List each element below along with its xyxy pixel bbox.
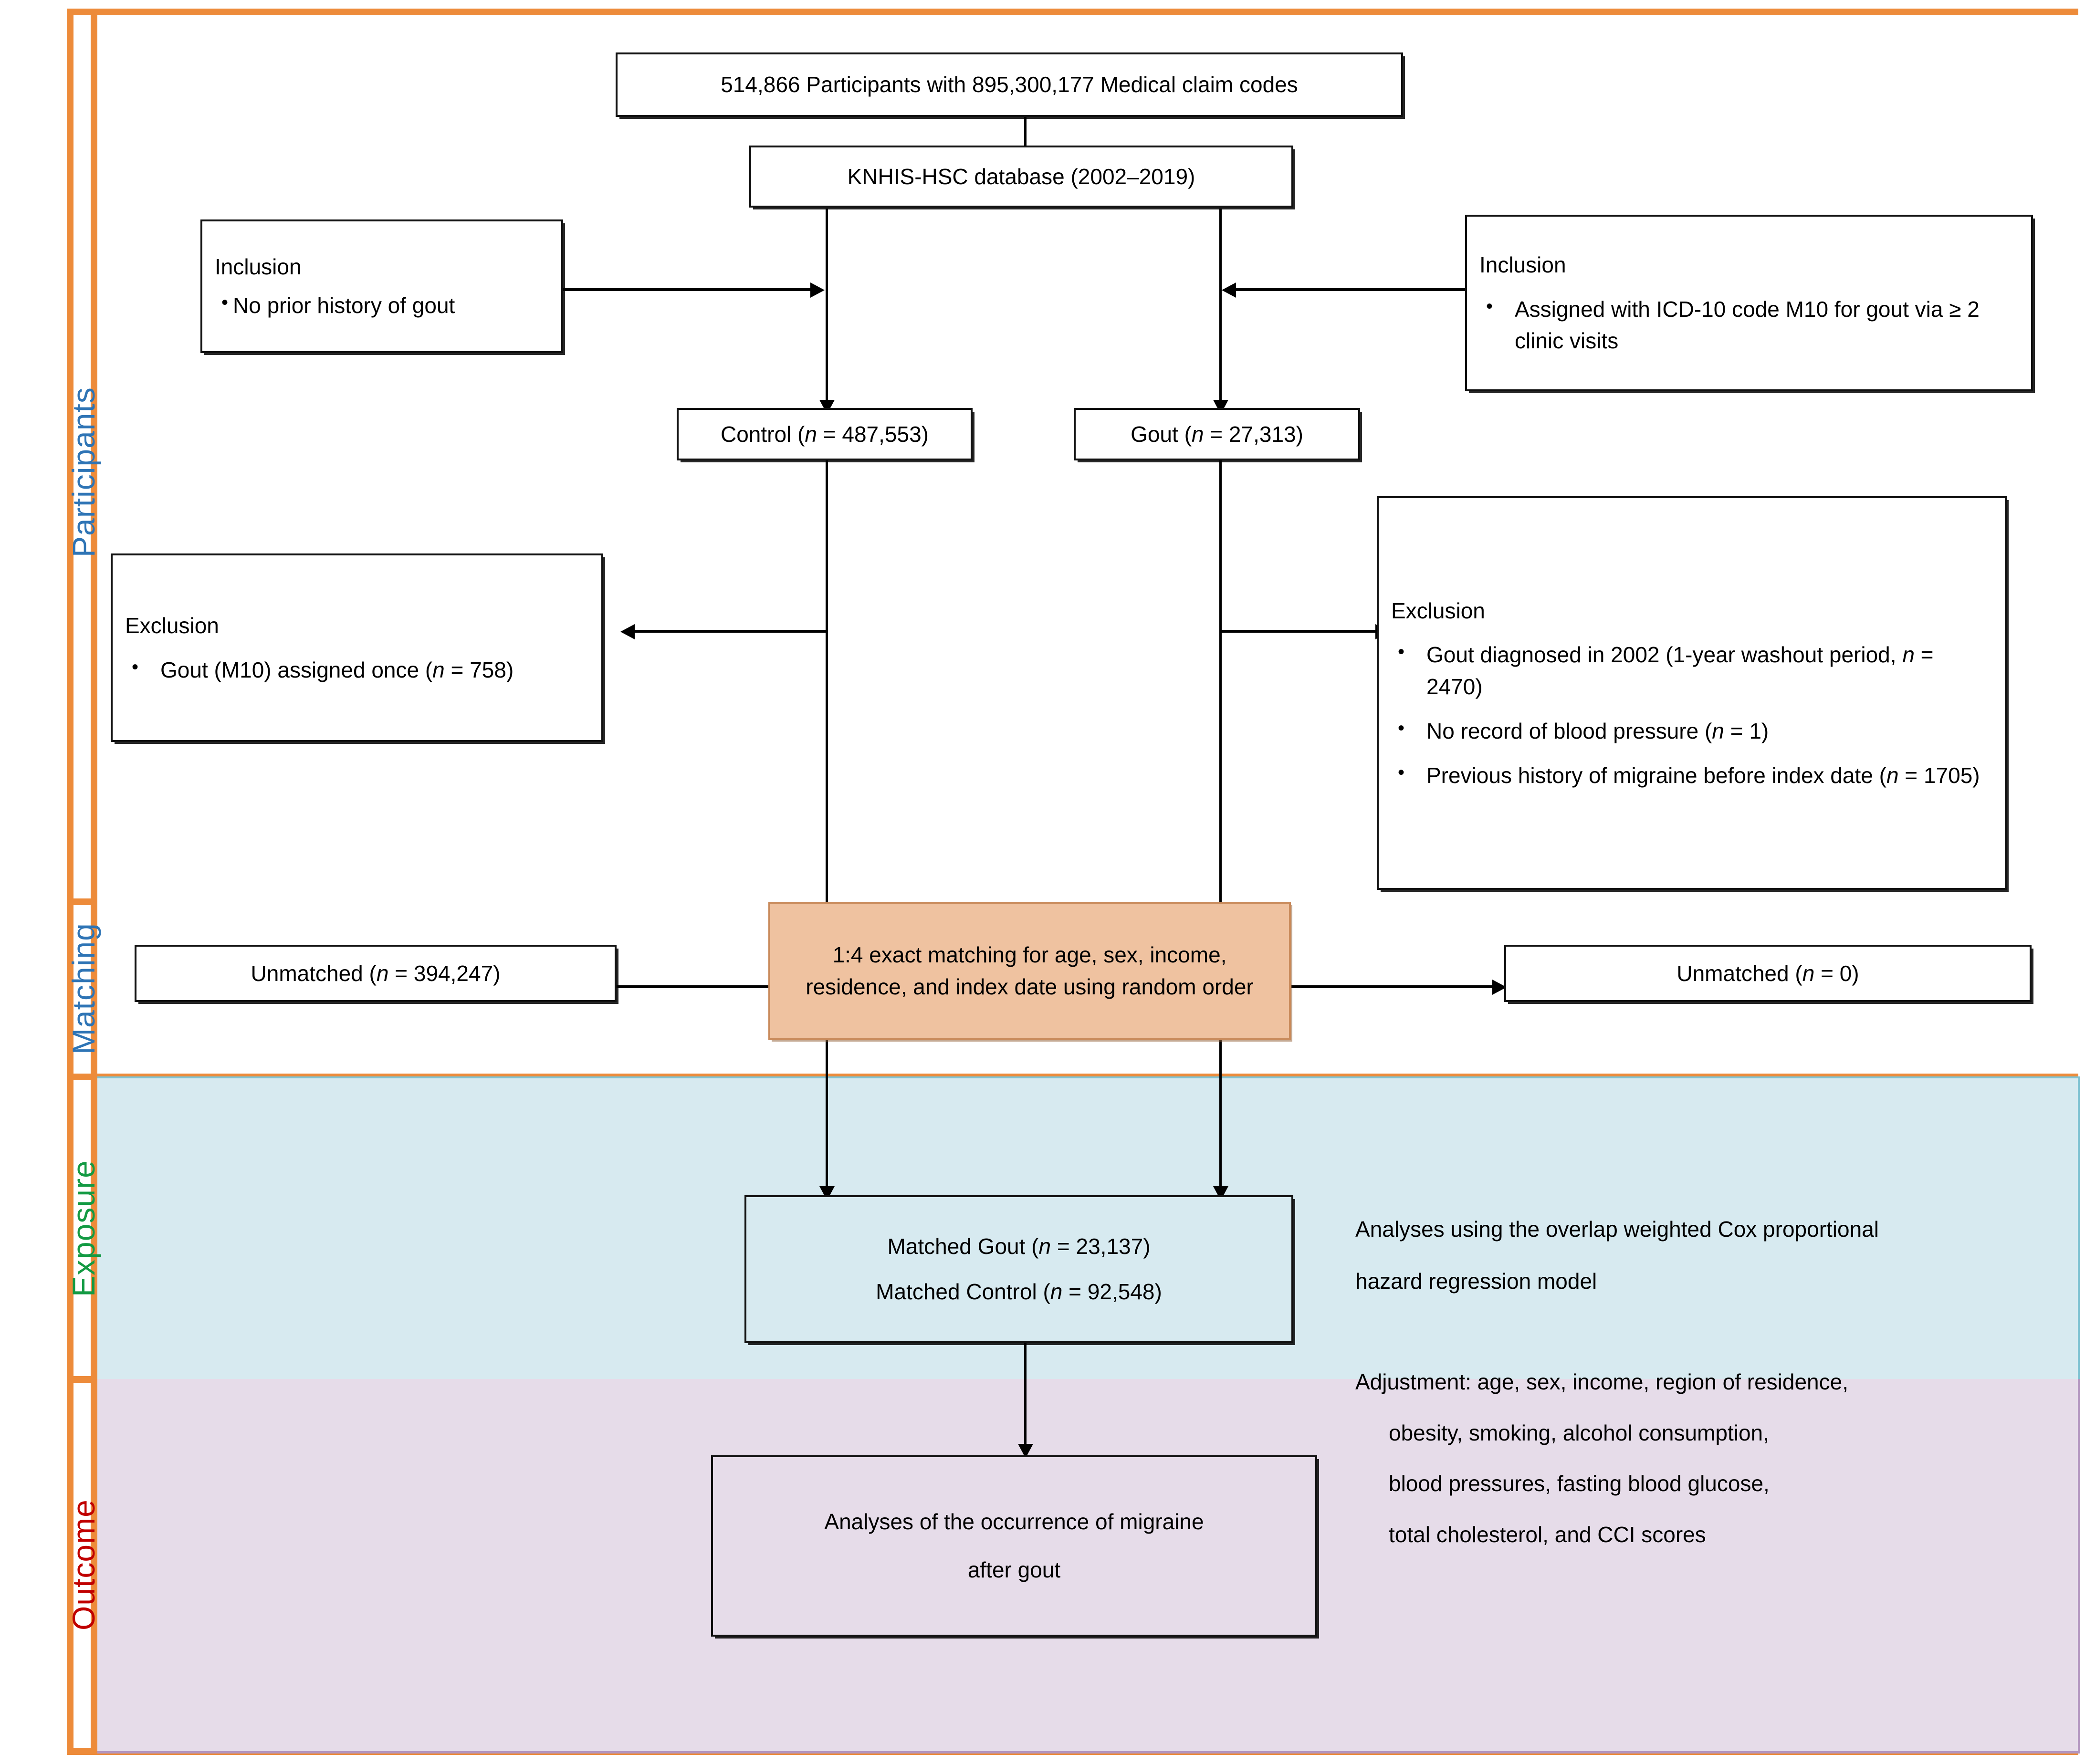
- outcome-line1: Analyses of the occurrence of migraine: [824, 1509, 1204, 1534]
- source-box-text: 514,866 Participants with 895,300,177 Me…: [721, 72, 1298, 97]
- exclusion-left-title: Exclusion: [125, 613, 219, 638]
- section-label-exposure: Exposure: [66, 1160, 101, 1297]
- inclusion-right-list: Assigned with ICD-10 code M10 for gout v…: [1479, 292, 2019, 357]
- section-label-matching: Matching: [66, 923, 101, 1055]
- list-item: Gout diagnosed in 2002 (1-year washout p…: [1391, 638, 1992, 702]
- rail-matched-left: [826, 1038, 828, 1195]
- exclusion-right-title: Exclusion: [1391, 598, 1485, 623]
- rail-gout-lower: [1219, 458, 1222, 902]
- database-box-text: KNHIS-HSC database (2002–2019): [847, 164, 1195, 189]
- frame-left-outer: [67, 9, 73, 1755]
- gout-box-text: Gout (n = 27,313): [1131, 421, 1303, 447]
- source-box: 514,866 Participants with 895,300,177 Me…: [616, 52, 1403, 117]
- connector-inclusion-right: [1236, 288, 1465, 291]
- adjustment-note-line4: total cholesterol, and CCI scores: [1389, 1522, 1706, 1547]
- gout-box: Gout (n = 27,313): [1074, 408, 1360, 460]
- rail-control-lower: [826, 458, 828, 902]
- frame-top: [67, 9, 2078, 15]
- rail-control: [826, 209, 828, 409]
- exclusion-right-list: Gout diagnosed in 2002 (1-year washout p…: [1391, 638, 1992, 792]
- inclusion-right-box: Inclusion Assigned with ICD-10 code M10 …: [1465, 215, 2033, 391]
- matching-box: 1:4 exact matching for age, sex, income,…: [768, 902, 1291, 1040]
- connector-inclusion-left: [562, 288, 810, 291]
- outcome-line2: after gout: [967, 1557, 1061, 1582]
- list-item: Gout (M10) assigned once (n = 758): [125, 653, 589, 686]
- exposure-note-line1: Analyses using the overlap weighted Cox …: [1355, 1217, 1879, 1242]
- unmatched-left-text: Unmatched (n = 394,247): [251, 960, 501, 986]
- arrow-inclusion-left: [810, 282, 825, 298]
- adjustment-note-line1: Adjustment: age, sex, income, region of …: [1355, 1369, 1849, 1394]
- connector-unmatched-right: [1289, 985, 1494, 988]
- database-box: KNHIS-HSC database (2002–2019): [749, 146, 1293, 208]
- exclusion-left-list: Gout (M10) assigned once (n = 758): [125, 653, 589, 686]
- unmatched-right-box: Unmatched (n = 0): [1504, 945, 2032, 1002]
- inclusion-left-title: Inclusion: [215, 254, 302, 280]
- connector-unmatched-left: [616, 985, 768, 988]
- section-label-outcome: Outcome: [66, 1499, 101, 1631]
- control-box-text: Control (n = 487,553): [720, 421, 929, 447]
- outcome-box: Analyses of the occurrence of migraine a…: [711, 1455, 1317, 1637]
- rail-matched-right: [1219, 1038, 1222, 1195]
- control-box: Control (n = 487,553): [677, 408, 973, 460]
- connector-exclusion-left: [635, 630, 827, 633]
- unmatched-right-text: Unmatched (n = 0): [1676, 960, 1859, 986]
- list-item: Previous history of migraine before inde…: [1391, 759, 1992, 792]
- matching-box-text: 1:4 exact matching for age, sex, income,…: [806, 942, 1254, 999]
- arrow-exclusion-left: [620, 624, 635, 639]
- exclusion-right-box: Exclusion Gout diagnosed in 2002 (1-year…: [1377, 496, 2007, 890]
- list-item: No prior history of gout: [215, 289, 549, 322]
- arrow-inclusion-right: [1222, 282, 1236, 298]
- frame-left-inner: [91, 9, 97, 1755]
- inclusion-left-box: Inclusion No prior history of gout: [200, 219, 563, 353]
- list-item: No record of blood pressure (n = 1): [1391, 714, 1992, 747]
- adjustment-note: Adjustment: age, sex, income, region of …: [1355, 1365, 2052, 1552]
- matched-box: Matched Gout (n = 23,137) Matched Contro…: [744, 1195, 1293, 1343]
- exposure-note: Analyses using the overlap weighted Cox …: [1355, 1212, 2047, 1298]
- connector-source-to-database: [1024, 116, 1027, 147]
- adjustment-note-line3: blood pressures, fasting blood glucose,: [1389, 1471, 1770, 1496]
- connector-exclusion-right: [1219, 630, 1377, 633]
- inclusion-left-list: No prior history of gout: [215, 289, 549, 322]
- exclusion-left-box: Exclusion Gout (M10) assigned once (n = …: [111, 553, 603, 742]
- list-item: Assigned with ICD-10 code M10 for gout v…: [1479, 292, 2019, 357]
- matched-control-text: Matched Control (n = 92,548): [876, 1279, 1162, 1304]
- exposure-note-line2: hazard regression model: [1355, 1268, 1597, 1294]
- matched-gout-text: Matched Gout (n = 23,137): [887, 1234, 1151, 1259]
- inclusion-right-title: Inclusion: [1479, 252, 1566, 277]
- rail-gout: [1219, 209, 1222, 409]
- adjustment-note-line2: obesity, smoking, alcohol consumption,: [1389, 1420, 1769, 1445]
- unmatched-left-box: Unmatched (n = 394,247): [135, 945, 617, 1002]
- frame-divider-participants-matching: [67, 898, 97, 905]
- rail-outcome: [1024, 1343, 1027, 1453]
- section-label-participants: Participants: [66, 387, 101, 558]
